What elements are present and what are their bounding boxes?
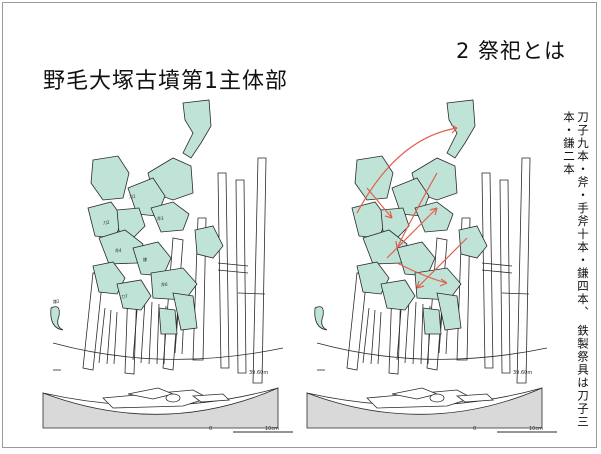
- elevation-label: 39.60m: [249, 370, 268, 376]
- svg-text:斧3: 斧3: [157, 215, 164, 221]
- scale-zero: 0: [209, 426, 212, 432]
- svg-text:刀1: 刀1: [129, 194, 136, 199]
- svg-text:刀2: 刀2: [103, 220, 110, 225]
- section-heading: 2 祭祀とは: [455, 39, 566, 63]
- svg-text:鎌: 鎌: [143, 256, 147, 262]
- scale-end: 10cm: [265, 426, 279, 432]
- svg-text:鎌2: 鎌2: [53, 298, 60, 304]
- annotation-arrows: [356, 124, 468, 289]
- artifact-drawing-right: 39.60m 0 10cm: [297, 98, 565, 440]
- site-title: 野毛大塚古墳第1主体部: [43, 69, 288, 94]
- vertical-caption: 刀子九本・斧・手斧十本・鎌四本、 鉄製祭具は刀子三本・鎌二本: [562, 111, 590, 429]
- slide: 2 祭祀とは 野毛大塚古墳第1主体部 刀子九本・斧・手斧十本・鎌四本、 鉄製祭具…: [2, 2, 597, 448]
- elevation-label: 39.60m: [513, 370, 532, 376]
- svg-text:斧6: 斧6: [161, 281, 168, 287]
- scale-zero: 0: [473, 426, 476, 432]
- artifact-drawing-left: 刀1 刀2 斧3 斧4 鎌 斧6 刀7 鎌2 39.: [33, 98, 301, 440]
- svg-text:斧4: 斧4: [115, 247, 122, 253]
- artifact-illustration-right: 39.60m 0 10cm: [306, 99, 557, 433]
- artifact-illustration-left: 刀1 刀2 斧3 斧4 鎌 斧6 刀7 鎌2 39.: [42, 99, 293, 433]
- scale-end: 10cm: [529, 426, 543, 432]
- svg-text:刀7: 刀7: [121, 294, 128, 299]
